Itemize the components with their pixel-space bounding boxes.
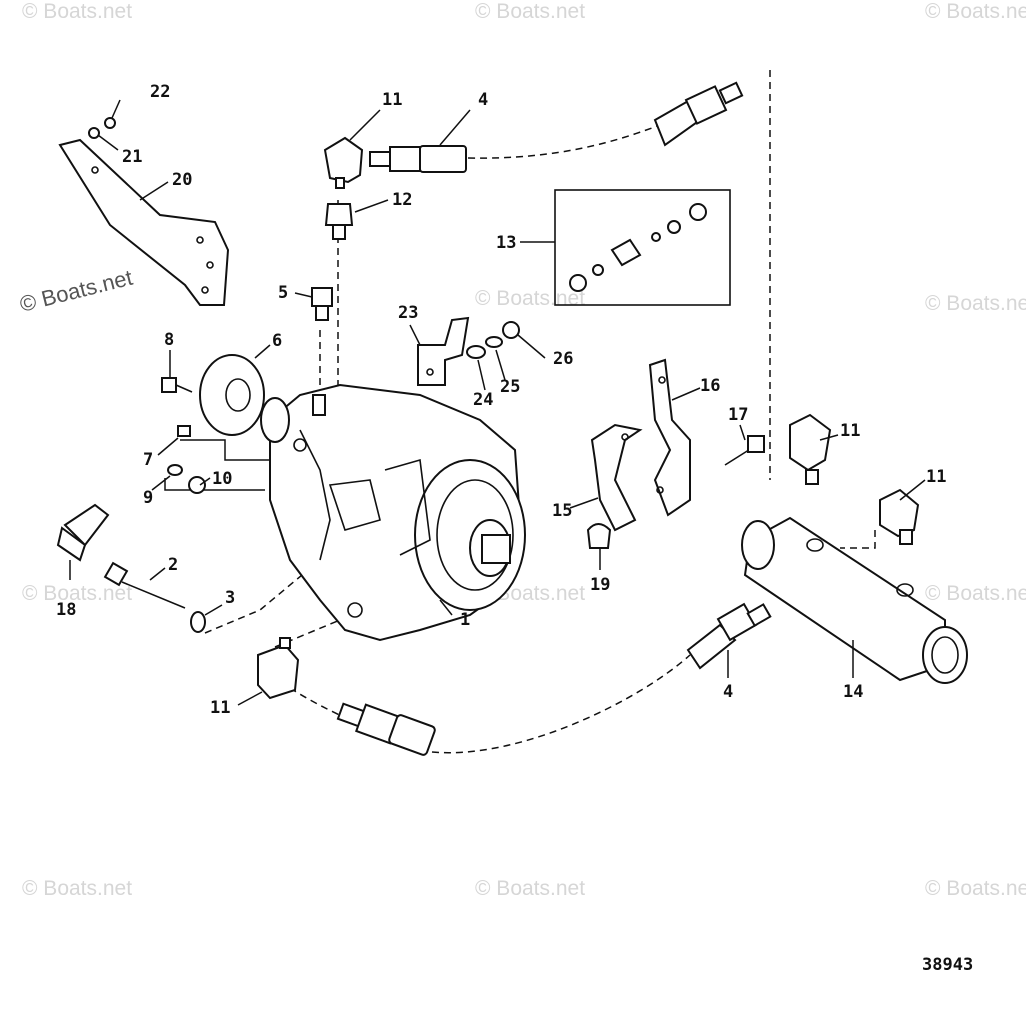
hose-end-top-right [653, 81, 744, 147]
callout-22: 22 [150, 82, 170, 102]
watermark: © Boats.net [475, 877, 585, 900]
callout-19: 19 [590, 575, 610, 595]
bolt-8 [161, 377, 193, 393]
watermark: © Boats.net [925, 292, 1026, 315]
callout-10: 10 [212, 469, 232, 489]
callout-7: 7 [143, 450, 153, 470]
watermark: © Boats.net [475, 287, 585, 310]
strap-16 [648, 358, 691, 517]
callout-2: 2 [168, 555, 178, 575]
elbow-fitting-11-right [789, 413, 832, 485]
elbow-fitting-11-lower [257, 637, 300, 700]
callout-11: 11 [382, 90, 402, 110]
callout-18: 18 [56, 600, 76, 620]
callout-17: 17 [728, 405, 748, 425]
callout-12: 12 [392, 190, 412, 210]
callout-25: 25 [500, 377, 520, 397]
fitting-7 [177, 425, 191, 437]
watermark: © Boats.net [475, 0, 585, 23]
cap-nut-19 [586, 523, 612, 549]
callout-11: 11 [210, 698, 230, 718]
fitting-12 [324, 203, 354, 240]
callout-labels: 22 21 20 11 4 12 13 5 6 8 7 9 10 23 24 2… [56, 82, 946, 718]
washer-24 [466, 345, 486, 359]
callout-9: 9 [143, 488, 153, 508]
callout-3: 3 [225, 588, 235, 608]
callout-4: 4 [478, 90, 488, 110]
drawing-number: 38943 [922, 955, 973, 975]
cooler-14 [741, 516, 968, 684]
watermark: © Boats.net [925, 877, 1026, 900]
watermark: © Boats.net [22, 0, 132, 23]
callout-6: 6 [272, 331, 282, 351]
callout-11: 11 [926, 467, 946, 487]
watermark: © Boats.net [17, 265, 135, 317]
callout-23: 23 [398, 303, 418, 323]
bolt-2 [103, 561, 186, 609]
washer-3 [190, 611, 206, 633]
watermark: © Boats.net [22, 582, 132, 605]
bracket-20 [58, 138, 230, 306]
callout-14: 14 [843, 682, 863, 702]
callout-4: 4 [723, 682, 733, 702]
elbow-fitting-11-top [323, 136, 364, 189]
watermark: © Boats.net [925, 0, 1026, 23]
watermark: © Boats.net [925, 582, 1026, 605]
plug-18 [56, 503, 110, 562]
washer-21 [88, 127, 100, 139]
kit-box-13 [554, 189, 731, 306]
callout-15: 15 [552, 501, 572, 521]
callout-1: 1 [460, 610, 470, 630]
washer-9 [167, 464, 183, 476]
callout-16: 16 [700, 376, 720, 396]
transmission-1 [260, 383, 526, 642]
clamp-15 [590, 423, 643, 532]
callout-26: 26 [553, 349, 573, 369]
watermark-layer: © Boats.net © Boats.net © Boats.net © Bo… [17, 0, 1026, 900]
callout-13: 13 [496, 233, 516, 253]
nut-26 [502, 321, 520, 339]
elbow-fitting-11-far-right [879, 488, 920, 545]
callout-20: 20 [172, 170, 192, 190]
hose-end-lower [336, 702, 436, 756]
watermark: © Boats.net [22, 877, 132, 900]
callout-5: 5 [278, 283, 288, 303]
callout-8: 8 [164, 330, 174, 350]
adapter-plate-6 [199, 354, 265, 436]
washer-25 [485, 336, 503, 348]
callout-11: 11 [840, 421, 860, 441]
callout-21: 21 [122, 147, 142, 167]
sensor-5 [311, 287, 333, 321]
bolt-17 [724, 435, 765, 466]
callout-24: 24 [473, 390, 493, 410]
bracket-23 [417, 316, 470, 386]
leader-lines [69, 99, 926, 706]
hose-4-top [369, 145, 467, 173]
nut-22 [104, 117, 116, 129]
nut-10 [188, 476, 206, 494]
hose-4-lower [686, 602, 772, 670]
